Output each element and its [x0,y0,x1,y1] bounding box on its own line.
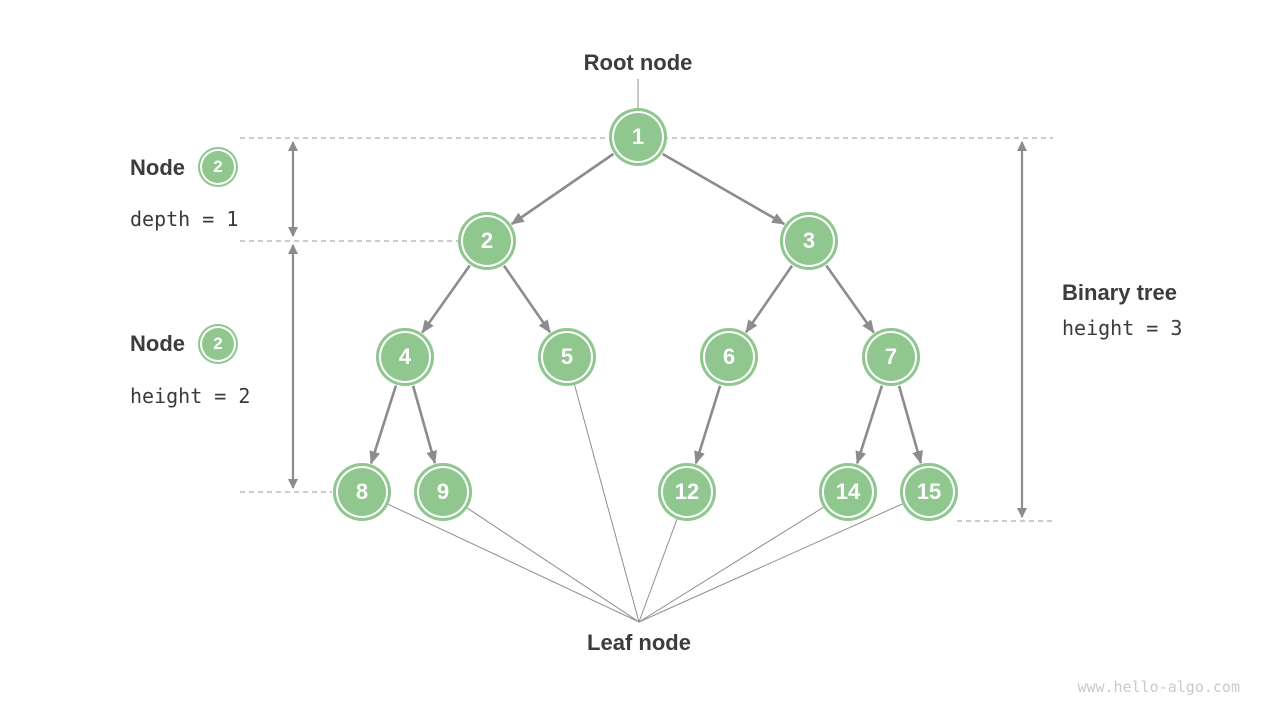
tree-node-15: 15 [900,463,958,521]
edge-4-8 [369,385,398,465]
edge-7-15 [897,385,923,465]
leaf-line-5 [566,356,640,623]
leaf-line-9 [442,491,640,623]
tree-node-1: 1 [609,108,667,166]
edge-1-2 [510,152,615,226]
edge-1-3 [662,152,786,226]
tree-edges [369,152,923,465]
leaf-line-14 [638,491,849,623]
leaf-line-8 [361,491,640,623]
edge-4-9 [411,385,437,465]
depth-formula: depth = 1 [130,207,239,231]
edge-6-12 [694,385,722,465]
height-node-badge: 2 [198,324,238,364]
tree-node-9: 9 [414,463,472,521]
height-node-label: Node [130,331,185,356]
edge-3-6 [744,264,794,334]
edge-7-14 [855,385,884,465]
edge-2-5 [502,264,552,334]
tree-node-14: 14 [819,463,877,521]
edge-2-4 [421,264,471,334]
depth-node-badge: 2 [198,147,238,187]
watermark: www.hello-algo.com [1077,678,1240,696]
tree-node-8: 8 [333,463,391,521]
tree-node-4: 4 [376,328,434,386]
tree-node-12: 12 [658,463,716,521]
tree-node-2: 2 [458,212,516,270]
root-node-label: Root node [583,50,693,75]
leaf-line-15 [638,491,930,623]
tree-node-7: 7 [862,328,920,386]
leaf-node-label: Leaf node [587,630,691,655]
measurement-arrows [288,141,1027,518]
edge-3-7 [825,264,875,334]
height-formula: height = 2 [130,384,251,408]
tree-node-3: 3 [780,212,838,270]
tree-node-6: 6 [700,328,758,386]
binary-tree-label: Binary tree [1062,280,1177,305]
tree-node-5: 5 [538,328,596,386]
binary-tree-formula: height = 3 [1062,316,1183,340]
depth-node-label: Node [130,155,185,180]
